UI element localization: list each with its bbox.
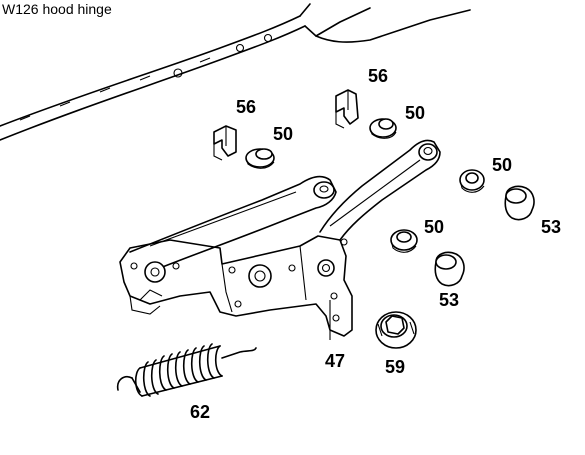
callout-50-top: 50 xyxy=(405,103,425,123)
spring-clip-56-top xyxy=(335,89,359,129)
callout-56-top: 56 xyxy=(368,66,388,86)
hood-panel xyxy=(0,3,471,141)
callout-47: 47 xyxy=(325,351,345,371)
bushing-50-right-upper xyxy=(459,169,485,193)
hinge-bracket xyxy=(119,235,353,337)
spring-clip-56-left xyxy=(213,125,237,161)
diagonal-link-arm xyxy=(319,139,441,241)
upper-hinge-arm xyxy=(129,175,337,269)
cap-53-right xyxy=(504,185,535,221)
spring-62 xyxy=(116,343,257,397)
bushing-50-left xyxy=(245,148,275,169)
callout-53-middle: 53 xyxy=(439,290,459,310)
bushing-50-top xyxy=(369,118,397,139)
callout-53-right: 53 xyxy=(541,217,561,237)
diagram-title: W126 hood hinge xyxy=(2,1,112,17)
callout-50-right-upper: 50 xyxy=(492,155,512,175)
callout-62: 62 xyxy=(190,402,210,422)
nut-59 xyxy=(375,311,417,349)
callout-50-left: 50 xyxy=(273,124,293,144)
cap-53-middle xyxy=(434,251,465,287)
callout-50-middle: 50 xyxy=(424,217,444,237)
callout-56-left: 56 xyxy=(236,97,256,117)
bushing-50-middle xyxy=(390,229,418,253)
callout-59: 59 xyxy=(385,357,405,377)
